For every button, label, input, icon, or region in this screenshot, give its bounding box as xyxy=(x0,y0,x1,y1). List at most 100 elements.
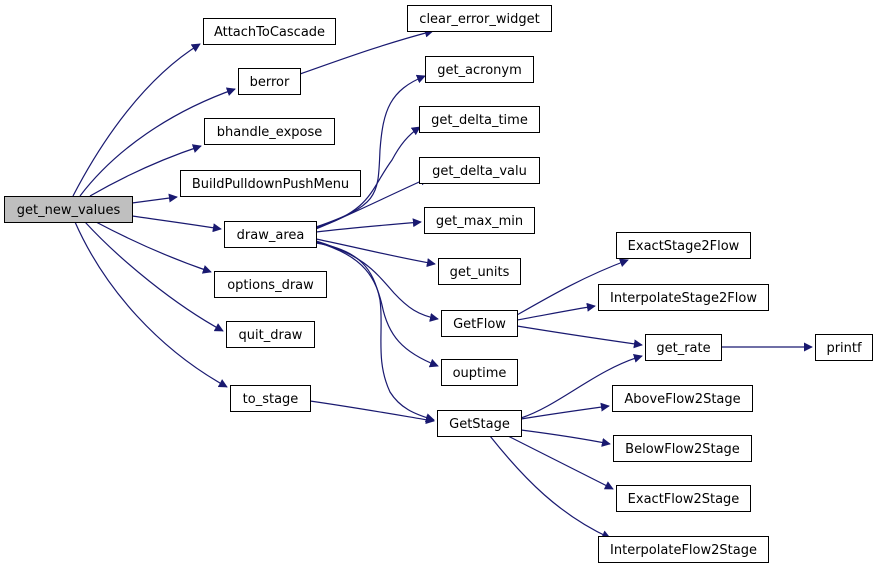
node-get-rate[interactable]: get_rate xyxy=(645,334,722,361)
edge-get-new-values-to-quit-draw xyxy=(84,221,224,332)
node-attachtocascade[interactable]: AttachToCascade xyxy=(203,18,336,45)
node-getstage[interactable]: GetStage xyxy=(437,410,522,437)
edge-draw-area-to-get-max-min xyxy=(315,218,422,233)
edge-arrow xyxy=(520,429,611,447)
node-label: draw_area xyxy=(237,228,305,243)
edge-arrow xyxy=(516,302,596,321)
node-label: GetStage xyxy=(449,417,510,432)
node-berror[interactable]: berror xyxy=(238,68,301,95)
edge-getstage-to-interpolateflow2stage xyxy=(489,435,611,539)
node-label: BuildPulldownPushMenu xyxy=(192,177,349,192)
node-box xyxy=(616,485,751,512)
node-box xyxy=(616,232,751,259)
node-get-units[interactable]: get_units xyxy=(438,258,521,285)
edge-arrow xyxy=(315,242,435,422)
node-label: BelowFlow2Stage xyxy=(625,442,740,457)
edge-getstage-to-exactflow2stage xyxy=(507,435,614,490)
edge-getflow-to-get-rate xyxy=(516,325,643,349)
edge-arrow xyxy=(520,402,610,420)
edge-to-stage-to-getstage xyxy=(309,400,435,425)
edge-arrow xyxy=(309,400,435,425)
edge-get-new-values-to-options-draw xyxy=(95,221,212,274)
node-label: get_delta_valu xyxy=(432,164,527,179)
edge-arrow xyxy=(74,221,228,388)
node-get-delta-time[interactable]: get_delta_time xyxy=(419,106,540,133)
node-label: ExactFlow2Stage xyxy=(628,492,740,507)
node-exactflow2stage[interactable]: ExactFlow2Stage xyxy=(616,485,751,512)
node-ouptime[interactable]: ouptime xyxy=(441,359,518,386)
node-label: options_draw xyxy=(227,278,314,293)
edge-arrow xyxy=(315,238,436,268)
node-box xyxy=(224,221,317,248)
node-box xyxy=(424,207,535,234)
node-interpolateflow2stage[interactable]: InterpolateFlow2Stage xyxy=(598,536,769,563)
node-printf[interactable]: printf xyxy=(815,334,873,361)
edge-get-new-values-to-berror xyxy=(79,87,236,197)
node-box xyxy=(419,157,540,184)
nodes-layer: get_new_values AttachToCascade berror bhand… xyxy=(4,5,873,563)
node-box xyxy=(204,118,335,145)
node-box xyxy=(437,410,522,437)
edge-draw-area-to-get-delta-time xyxy=(315,126,421,229)
node-box xyxy=(613,435,752,462)
node-label: berror xyxy=(250,75,290,90)
edge-getstage-to-aboveflow2stage xyxy=(520,402,610,420)
node-label: get_new_values xyxy=(17,203,121,218)
edge-get-new-values-to-attachtocascade xyxy=(72,43,201,197)
node-box xyxy=(4,196,133,223)
node-label: to_stage xyxy=(243,392,299,407)
node-box xyxy=(612,385,753,412)
edge-arrow xyxy=(95,221,212,274)
node-label: AboveFlow2Stage xyxy=(624,392,740,407)
edge-get-new-values-to-bhandle-expose xyxy=(89,144,202,197)
edge-draw-area-to-ouptime xyxy=(315,241,439,368)
node-to-stage[interactable]: to_stage xyxy=(230,385,311,412)
node-interpolatestage2flow[interactable]: InterpolateStage2Flow xyxy=(598,284,769,311)
edge-draw-area-to-get-acronym xyxy=(315,74,426,228)
node-box xyxy=(441,310,518,337)
node-box xyxy=(441,359,518,386)
node-label: get_rate xyxy=(656,341,710,356)
node-get-new-values[interactable]: get_new_values xyxy=(4,196,133,223)
node-draw-area[interactable]: draw_area xyxy=(224,221,317,248)
node-getflow[interactable]: GetFlow xyxy=(441,310,518,337)
node-get-max-min[interactable]: get_max_min xyxy=(424,207,535,234)
node-box xyxy=(226,321,315,348)
node-buildpulldownpushmenu[interactable]: BuildPulldownPushMenu xyxy=(180,170,361,197)
edge-arrow xyxy=(315,241,439,368)
edge-get-new-values-to-to-stage xyxy=(74,221,228,388)
edge-arrow xyxy=(89,144,202,197)
node-bhandle-expose[interactable]: bhandle_expose xyxy=(204,118,335,145)
node-box xyxy=(407,5,552,32)
edge-draw-area-to-getstage xyxy=(315,242,435,422)
node-box xyxy=(815,334,873,361)
edge-get-new-values-to-buildpulldownpushmenu xyxy=(131,193,178,204)
edge-arrow xyxy=(84,221,224,332)
node-label: get_delta_time xyxy=(431,113,528,128)
edge-arrow xyxy=(79,87,236,197)
edge-arrow xyxy=(131,215,222,233)
edge-arrow xyxy=(315,74,426,228)
edge-arrow xyxy=(299,28,434,75)
node-belowflow2stage[interactable]: BelowFlow2Stage xyxy=(613,435,752,462)
node-box xyxy=(230,385,311,412)
node-aboveflow2stage[interactable]: AboveFlow2Stage xyxy=(612,385,753,412)
node-label: InterpolateStage2Flow xyxy=(610,291,757,306)
edge-berror-to-clear-error-widget xyxy=(299,28,434,75)
node-label: ExactStage2Flow xyxy=(628,239,740,254)
edge-get-new-values-to-draw-area xyxy=(131,215,222,233)
node-box xyxy=(645,334,722,361)
node-clear-error-widget[interactable]: clear_error_widget xyxy=(407,5,552,32)
node-get-delta-valu[interactable]: get_delta_valu xyxy=(419,157,540,184)
node-quit-draw[interactable]: quit_draw xyxy=(226,321,315,348)
edges-layer xyxy=(72,28,813,539)
node-box xyxy=(438,258,521,285)
node-get-acronym[interactable]: get_acronym xyxy=(425,56,534,83)
node-label: AttachToCascade xyxy=(214,25,325,40)
node-box xyxy=(214,271,327,298)
edge-getflow-to-interpolatestage2flow xyxy=(516,302,596,321)
node-options-draw[interactable]: options_draw xyxy=(214,271,327,298)
node-box xyxy=(425,56,534,83)
node-exactstage2flow[interactable]: ExactStage2Flow xyxy=(616,232,751,259)
